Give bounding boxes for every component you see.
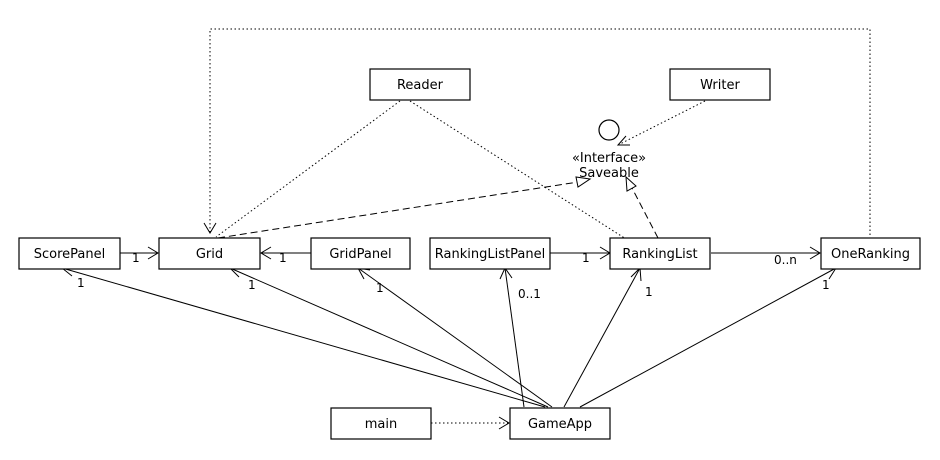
class-rankinglist[interactable]: RankingList	[609, 237, 711, 270]
association-gameapp-oneranking	[579, 267, 837, 408]
association-gridpanel-grid	[260, 246, 312, 260]
realization-rankinglist-saveable	[625, 175, 659, 239]
association-gameapp-scorepanel	[60, 265, 546, 408]
class-main-label: main	[365, 417, 397, 432]
mult-gameapp-oneranking: 1	[822, 278, 830, 292]
class-gridpanel[interactable]: GridPanel	[310, 237, 411, 270]
mult-gameapp-rlp: 0..1	[518, 287, 541, 301]
association-scorepanel-grid	[120, 246, 159, 260]
class-gameapp-label: GameApp	[528, 417, 592, 432]
dependency-reader-rankinglist	[409, 100, 627, 240]
class-gridpanel-label: GridPanel	[329, 247, 391, 262]
class-reader-label: Reader	[397, 78, 444, 93]
class-writer-label: Writer	[700, 78, 740, 93]
mult-gameapp-rankinglist: 1	[645, 285, 653, 299]
mult-gameapp-scorepanel: 1	[77, 276, 85, 290]
class-rankinglistpanel[interactable]: RankingListPanel	[429, 237, 551, 270]
class-oneranking-label: OneRanking	[831, 247, 910, 262]
class-scorepanel-label: ScorePanel	[34, 247, 105, 262]
association-rlp-rankinglist	[550, 246, 611, 260]
interface-stereotype: «Interface»	[572, 151, 646, 166]
mult-rlp-rankinglist: 1	[582, 251, 590, 265]
mult-gridpanel-grid: 1	[279, 251, 287, 265]
realization-grid-saveable	[217, 176, 592, 239]
class-gameapp[interactable]: GameApp	[509, 407, 611, 440]
association-gameapp-grid	[228, 267, 549, 408]
class-rankinglist-label: RankingList	[622, 247, 697, 262]
association-rankinglist-oneranking	[711, 246, 821, 260]
interface-circle-icon	[598, 119, 620, 141]
class-scorepanel[interactable]: ScorePanel	[18, 237, 121, 270]
association-gameapp-rankinglist	[563, 266, 642, 408]
class-main[interactable]: main	[330, 407, 432, 440]
class-writer[interactable]: Writer	[669, 68, 771, 101]
mult-gameapp-grid: 1	[248, 278, 256, 292]
dependency-reader-grid	[215, 100, 401, 238]
class-grid[interactable]: Grid	[158, 237, 261, 270]
class-reader[interactable]: Reader	[369, 68, 471, 101]
class-oneranking[interactable]: OneRanking	[820, 237, 921, 270]
mult-gameapp-gridpanel: 1	[376, 281, 384, 295]
mult-rankinglist-oneranking: 0..n	[774, 253, 797, 267]
class-grid-label: Grid	[196, 247, 223, 262]
dependency-main-gameapp	[431, 416, 510, 430]
dependency-writer-saveable	[616, 100, 706, 146]
interface-saveable[interactable]: «Interface» Saveable	[572, 119, 646, 181]
class-rankinglistpanel-label: RankingListPanel	[435, 247, 545, 262]
interface-name: Saveable	[579, 166, 639, 181]
dependency-oneranking-grid	[203, 28, 871, 239]
mult-scorepanel-grid: 1	[132, 251, 140, 265]
